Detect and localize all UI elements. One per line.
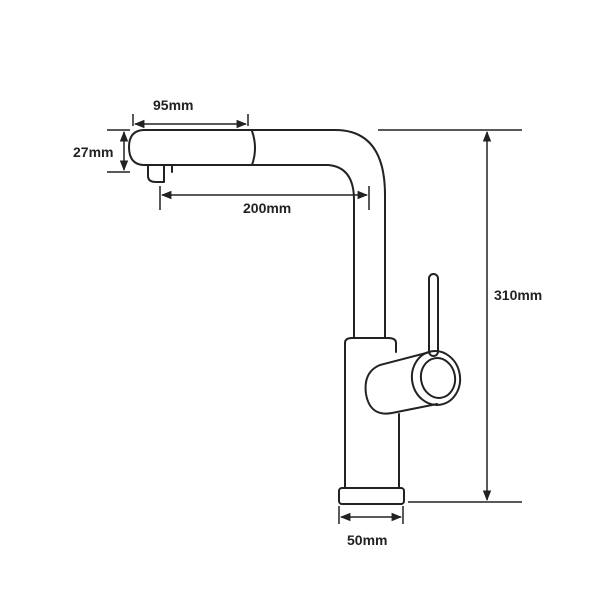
handle-lever [428, 273, 439, 357]
faucet-base [338, 487, 405, 505]
faucet-spout-outline [142, 129, 386, 339]
spout-joint-line [251, 130, 256, 166]
dim-label-200mm: 200mm [243, 200, 292, 216]
dim-label-27mm: 27mm [73, 144, 114, 160]
aerator-outline [147, 164, 165, 183]
handle-knob [364, 351, 438, 415]
handle-knob-face [410, 350, 462, 406]
dim-label-50mm: 50mm [347, 532, 388, 548]
dim-label-95mm: 95mm [153, 97, 194, 113]
handle-knob-inner [419, 357, 457, 399]
spout-head-outline [128, 129, 179, 166]
dim-label-310mm: 310mm [494, 287, 543, 303]
